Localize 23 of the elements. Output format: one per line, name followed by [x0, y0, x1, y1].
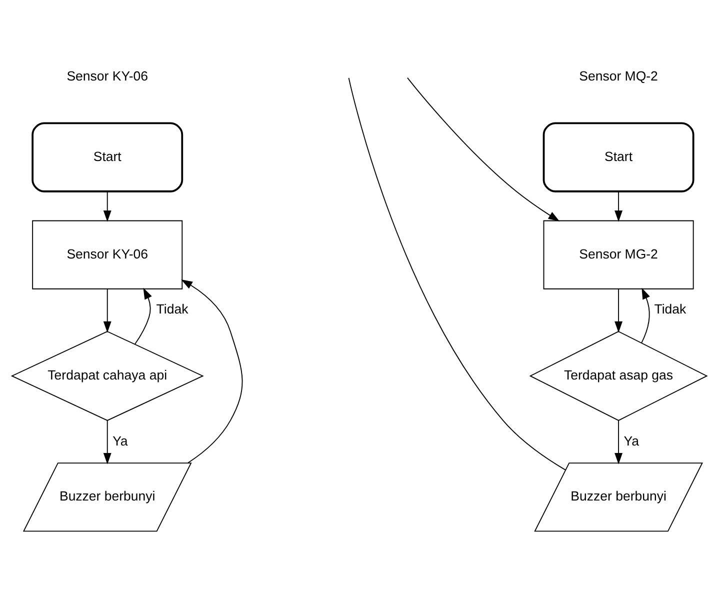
node-box: Sensor MG-2	[543, 220, 694, 290]
arrow	[103, 288, 112, 333]
label: Sensor MQ-2	[579, 68, 658, 84]
arrow	[103, 190, 112, 222]
node-box: Start	[542, 122, 694, 192]
node-box: Sensor KY-06	[32, 220, 183, 290]
arrow	[614, 420, 623, 464]
arrow	[407, 77, 560, 222]
arrow	[641, 288, 650, 344]
node-diamond: Terdapat asap gas	[529, 330, 708, 421]
edge-label: Tidak	[156, 302, 188, 317]
label: Sensor KY-06	[66, 68, 148, 84]
edge-label: Tidak	[654, 302, 686, 317]
arrow	[134, 288, 152, 344]
node-box: Start	[32, 122, 184, 192]
arrow	[181, 280, 243, 464]
edge-label: Ya	[112, 433, 128, 448]
arrow	[614, 288, 623, 333]
arrow	[614, 190, 623, 222]
connector	[348, 77, 566, 470]
edge-label: Ya	[624, 433, 639, 448]
arrow	[103, 420, 112, 464]
node-diamond: Terdapat cahaya api	[10, 330, 204, 421]
